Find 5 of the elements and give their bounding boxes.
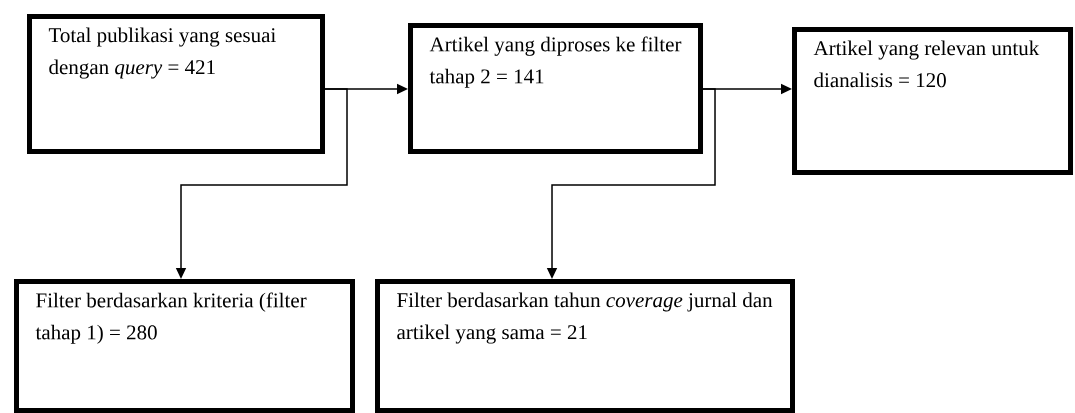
process-box: Filter berdasarkan tahun coverage jurnal dan artikel yang sama = 21 (375, 279, 795, 413)
process-box: Total publikasi yang sesuai dengan query = 421 (27, 14, 325, 154)
process-box: Filter berdasarkan kriteria (filter tahap 1) = 280 (14, 279, 355, 413)
process-box: Artikel yang relevan untuk dianalisis = 120 (792, 27, 1073, 175)
process-box: Artikel yang diproses ke filter tahap 2 = 141 (408, 23, 703, 154)
